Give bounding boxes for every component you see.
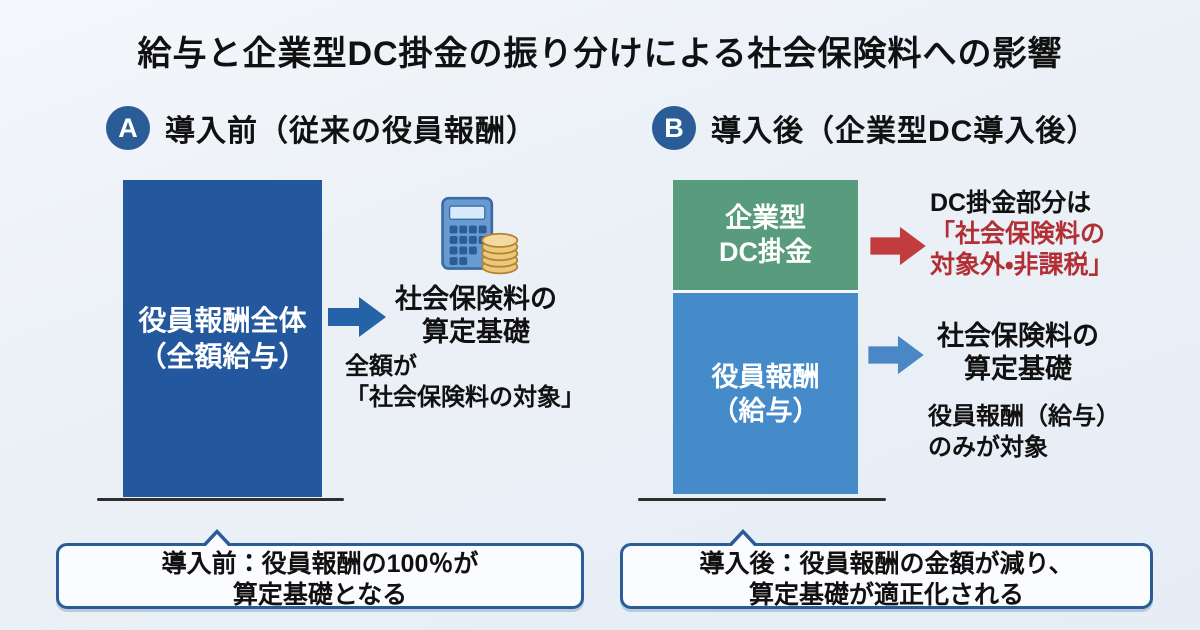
panel-b-note-line1: 役員報酬（給与） xyxy=(928,403,1120,430)
callout-before-line1: 導入前：役員報酬の100％が xyxy=(161,550,479,578)
bar-dc-contribution: 企業型 DC掛金 xyxy=(673,180,858,293)
badge-b: B xyxy=(652,106,696,150)
panel-a-header: A 導入前（従来の役員報酬） xyxy=(106,106,537,150)
panel-a-note-line2: 「社会保険料の対象」 xyxy=(345,384,585,411)
bar-a-label-line2: （全額給与） xyxy=(138,340,307,372)
panel-b-heading: 導入後（企業型DC導入後） xyxy=(711,115,1098,148)
panel-b-header: B 導入後（企業型DC導入後） xyxy=(652,106,1097,150)
panel-b-note: 役員報酬（給与） のみが対象 xyxy=(928,401,1120,463)
blue-right-arrow-icon xyxy=(868,334,926,376)
panel-a-target-line1: 社会保険料の xyxy=(395,284,557,314)
panel-a-target-line2: 算定基礎 xyxy=(422,317,530,347)
dc-note-line3: 対象外・非課税」 xyxy=(930,251,1114,279)
callout-after-line1: 導入後：役員報酬の金額が減り、 xyxy=(699,550,1074,578)
dc-exemption-note: DC掛金部分は 「社会保険料の 対象外・非課税」 xyxy=(930,188,1114,281)
callout-before: 導入前：役員報酬の100％が 算定基礎となる xyxy=(56,529,584,609)
callout-caret-icon xyxy=(201,529,233,547)
bar-executive-comp-total: 役員報酬全体 （全額給与） xyxy=(123,180,322,497)
stacked-bar-after: 企業型 DC掛金 役員報酬 （給与） xyxy=(673,180,858,494)
panel-a-heading: 導入前（従来の役員報酬） xyxy=(165,115,537,148)
panel-b-target-line2: 算定基礎 xyxy=(964,354,1072,384)
panel-b-target-text: 社会保険料の 算定基礎 xyxy=(928,320,1108,386)
panel-b-target-line1: 社会保険料の xyxy=(937,321,1099,351)
callout-caret-icon xyxy=(727,529,759,547)
panel-a-note: 全額が 「社会保険料の対象」 xyxy=(345,351,585,413)
bar-a-label-line1: 役員報酬全体 xyxy=(138,304,307,336)
callout-after-line2: 算定基礎が適正化される xyxy=(748,581,1024,609)
bar-salary-label-line2: （給与） xyxy=(711,395,820,426)
panel-b-note-line2: のみが対象 xyxy=(928,434,1048,461)
baseline-b xyxy=(638,498,886,501)
bar-executive-comp-salary: 役員報酬 （給与） xyxy=(673,293,858,494)
dc-note-line2: 「社会保険料の xyxy=(930,220,1106,248)
red-right-arrow-icon xyxy=(870,225,928,267)
bar-dc-label-line1: 企業型 xyxy=(725,203,806,233)
page-title: 給与と企業型DC掛金の振り分けによる社会保険料への影響 xyxy=(137,35,1063,73)
callout-before-line2: 算定基礎となる xyxy=(232,581,408,609)
dc-note-line1: DC掛金部分は xyxy=(930,189,1092,217)
bar-dc-label-line2: DC掛金 xyxy=(719,237,812,267)
callout-after: 導入後：役員報酬の金額が減り、 算定基礎が適正化される xyxy=(620,529,1153,609)
calculator-with-coins-icon xyxy=(432,196,520,276)
bar-salary-label-line1: 役員報酬 xyxy=(711,361,820,392)
right-arrow-icon xyxy=(328,295,388,339)
panel-a-note-line1: 全額が xyxy=(345,353,417,380)
panel-a-target-text: 社会保険料の 算定基礎 xyxy=(388,283,564,349)
badge-a: A xyxy=(106,106,150,150)
baseline-a xyxy=(97,498,344,501)
